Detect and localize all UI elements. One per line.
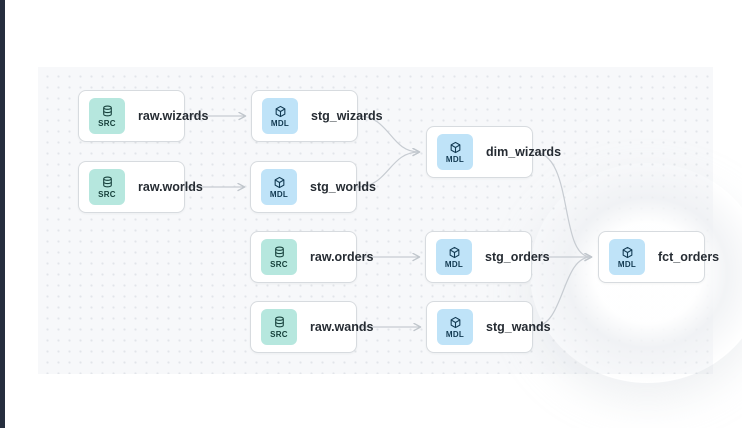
badge-label: SRC xyxy=(270,329,288,339)
model-badge: MDL xyxy=(437,309,473,345)
cube-icon xyxy=(275,105,285,117)
node-raw-orders[interactable]: SRC raw.orders xyxy=(250,231,373,283)
node-dim-wizards[interactable]: MDL dim_wizards xyxy=(426,126,561,178)
badge-label: MDL xyxy=(269,189,289,199)
source-badge: SRC xyxy=(89,98,125,134)
badge-label: MDL xyxy=(445,329,465,339)
badge-label: MDL xyxy=(444,259,464,269)
model-badge: MDL xyxy=(609,239,645,275)
node-label: raw.wizards xyxy=(138,109,209,123)
node-fct-orders[interactable]: MDL fct_orders xyxy=(598,231,719,283)
node-label: stg_orders xyxy=(485,250,550,264)
node-label: fct_orders xyxy=(658,250,720,264)
database-icon xyxy=(274,316,284,327)
model-badge: MDL xyxy=(261,169,297,205)
cube-icon xyxy=(450,316,460,328)
source-badge: SRC xyxy=(261,239,297,275)
model-badge: MDL xyxy=(437,134,473,170)
model-badge: MDL xyxy=(262,98,298,134)
sidebar-edge-strip xyxy=(0,0,5,428)
node-label: raw.worlds xyxy=(138,180,203,194)
dag-canvas[interactable]: SRC raw.wizards MDL stg_wizards SRC raw.… xyxy=(38,67,742,383)
database-icon xyxy=(102,105,112,116)
database-icon xyxy=(274,246,284,257)
badge-label: SRC xyxy=(270,259,288,269)
node-raw-wands[interactable]: SRC raw.wands xyxy=(250,301,373,353)
cube-icon xyxy=(450,141,460,153)
model-badge: MDL xyxy=(436,239,472,275)
node-label: stg_wands xyxy=(486,320,551,334)
node-label: raw.orders xyxy=(310,250,374,264)
edge-dim-wizards-fct-orders xyxy=(532,151,591,257)
badge-label: MDL xyxy=(445,154,465,164)
source-badge: SRC xyxy=(89,169,125,205)
badge-label: SRC xyxy=(98,118,116,128)
node-raw-wizards[interactable]: SRC raw.wizards xyxy=(78,90,208,142)
cube-icon xyxy=(622,246,632,258)
node-label: dim_wizards xyxy=(486,145,562,159)
node-stg-worlds[interactable]: MDL stg_worlds xyxy=(250,161,376,213)
badge-label: MDL xyxy=(270,118,290,128)
node-stg-wizards[interactable]: MDL stg_wizards xyxy=(251,90,383,142)
node-raw-worlds[interactable]: SRC raw.worlds xyxy=(78,161,203,213)
cube-icon xyxy=(274,176,284,188)
node-stg-orders[interactable]: MDL stg_orders xyxy=(425,231,550,283)
edge-stg-wands-fct-orders xyxy=(532,257,591,328)
badge-label: MDL xyxy=(617,259,637,269)
node-label: raw.wands xyxy=(310,320,374,334)
source-badge: SRC xyxy=(261,309,297,345)
database-icon xyxy=(102,176,112,187)
cube-icon xyxy=(449,246,459,258)
node-stg-wands[interactable]: MDL stg_wands xyxy=(426,301,551,353)
badge-label: SRC xyxy=(98,189,116,199)
node-label: stg_worlds xyxy=(310,180,376,194)
node-label: stg_wizards xyxy=(311,109,383,123)
